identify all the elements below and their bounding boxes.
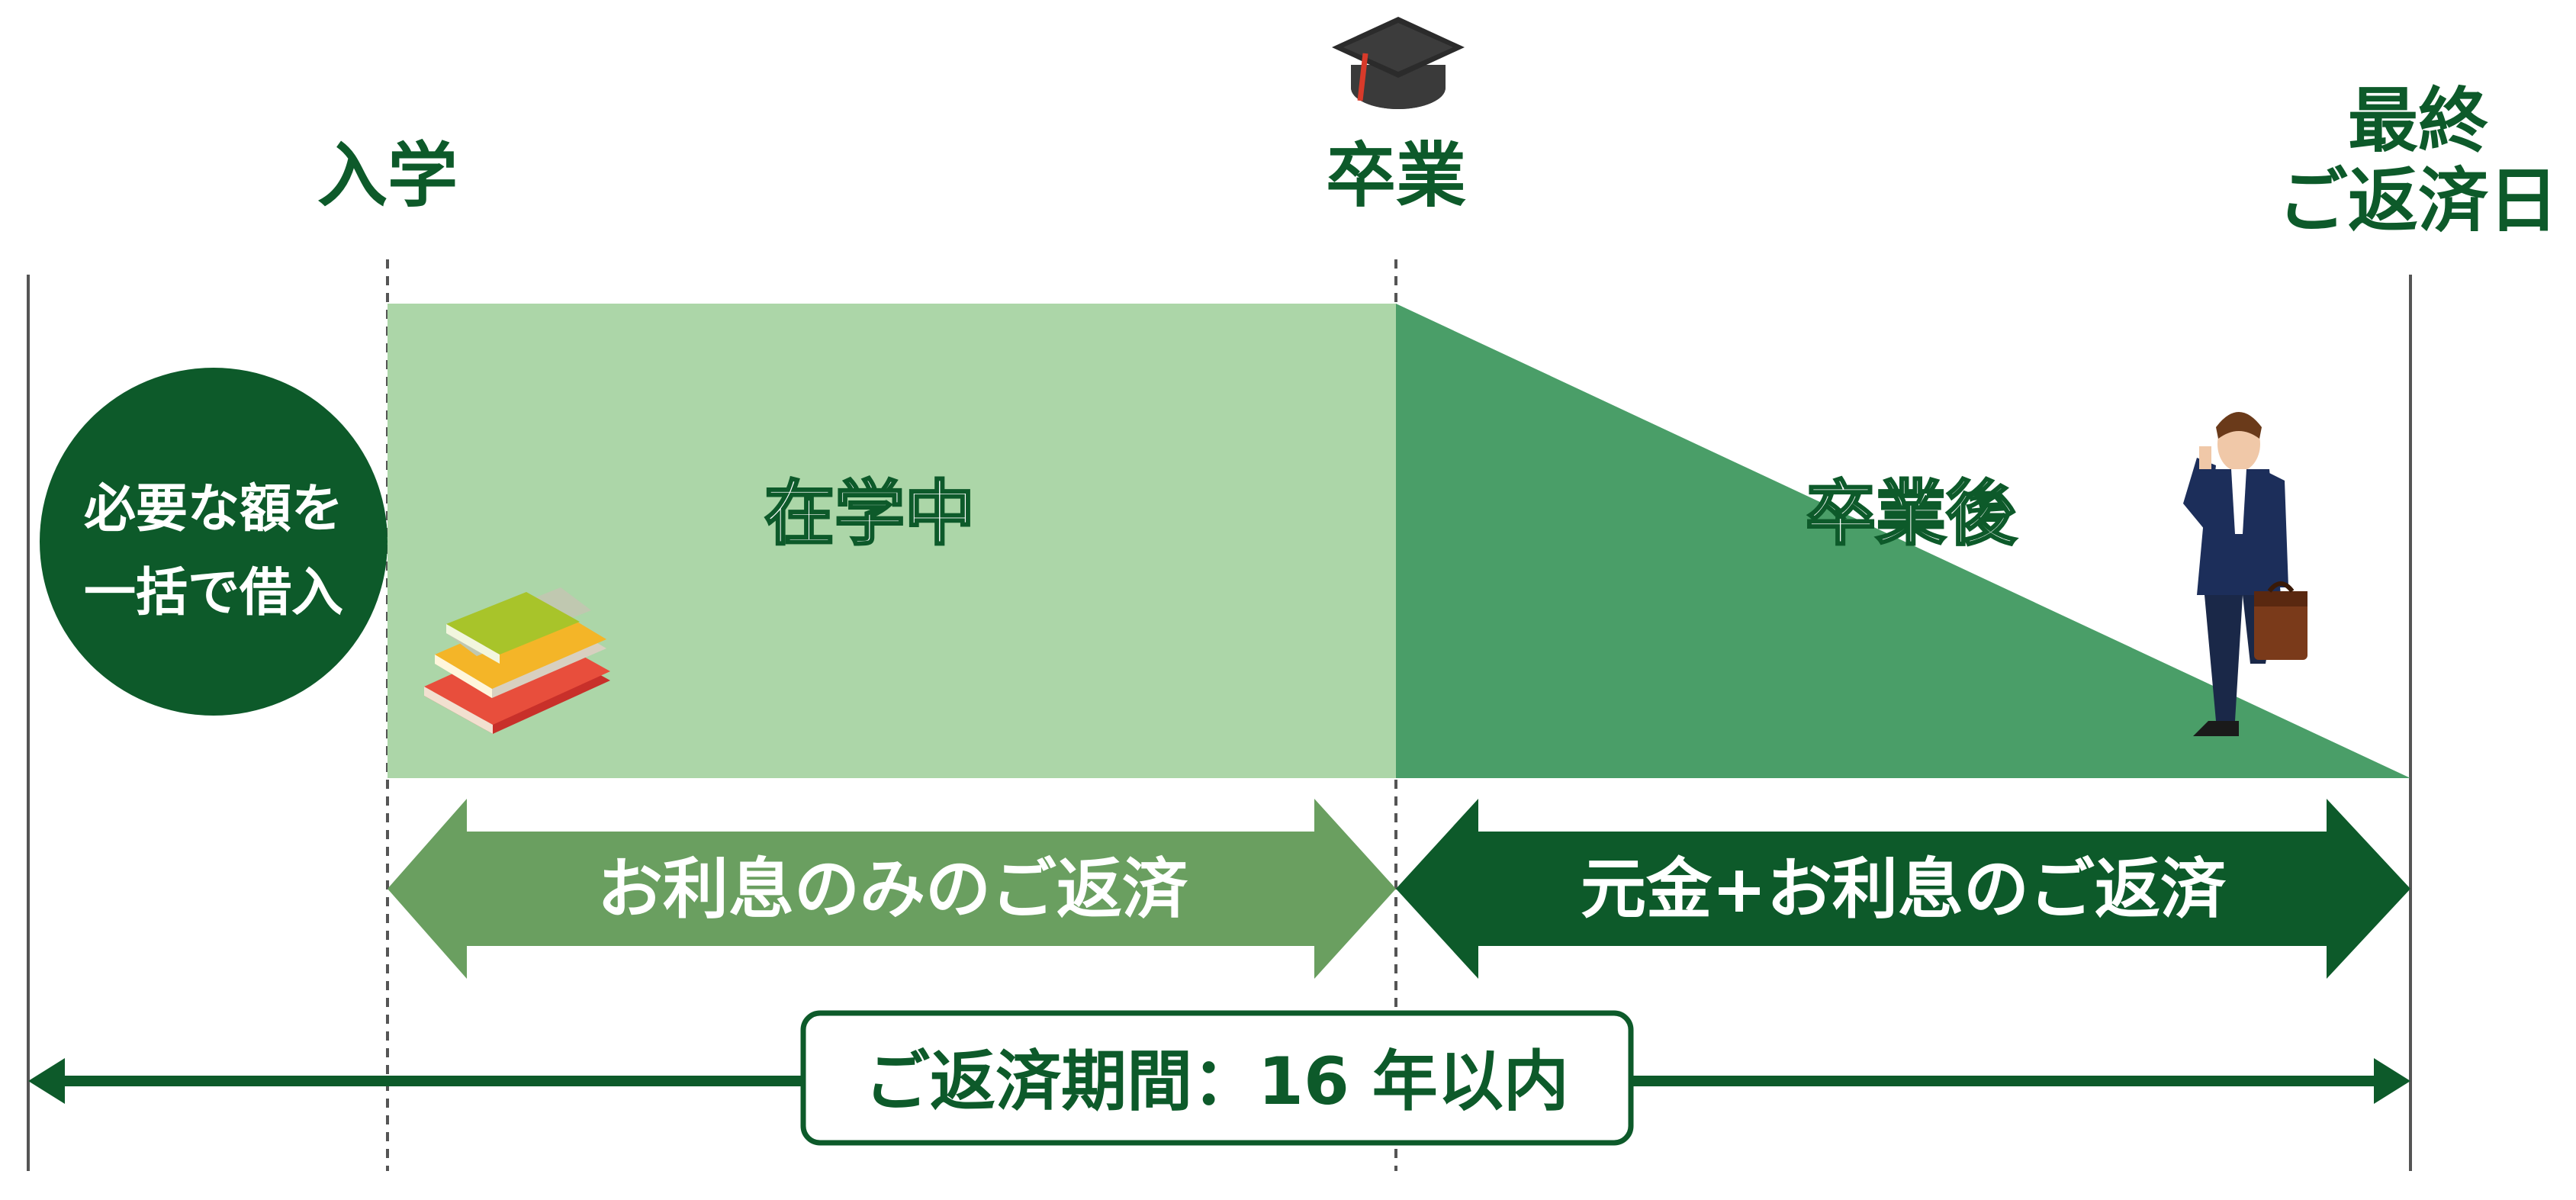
principal-interest-arrow (1396, 799, 2410, 979)
after-graduation-label: 卒業後 (1806, 473, 2017, 555)
after-graduation-area (1396, 304, 2410, 778)
repayment-period-right-arrowhead (2374, 1058, 2410, 1104)
borrow-label-line2: 一括で借入 (84, 563, 343, 623)
enrollment-label: 入学 (317, 135, 458, 217)
repayment-period-left-arrowhead (28, 1058, 65, 1104)
final-repayment-label-line1: 最終 (2348, 80, 2488, 162)
final-repayment-label-line2: ご返済日 (2278, 160, 2558, 242)
books-icon (424, 587, 610, 734)
interest-only-label: お利息のみのご返済 (597, 851, 1188, 928)
in-school-label: 在学中 (764, 473, 975, 555)
borrow-label-line1: 必要な額を (84, 479, 343, 539)
repayment-period-box (800, 1010, 1634, 1146)
graduation-cap-icon (1332, 17, 1465, 109)
interest-only-arrow (388, 799, 1396, 979)
principal-interest-label: 元金+お利息のご返済 (1581, 851, 2227, 928)
repayment-period-label: ご返済期間：16 年以内 (864, 1044, 1569, 1120)
graduation-label: 卒業 (1326, 135, 1466, 217)
businessman-icon (2183, 412, 2307, 736)
borrow-lump-sum-circle (40, 368, 388, 716)
